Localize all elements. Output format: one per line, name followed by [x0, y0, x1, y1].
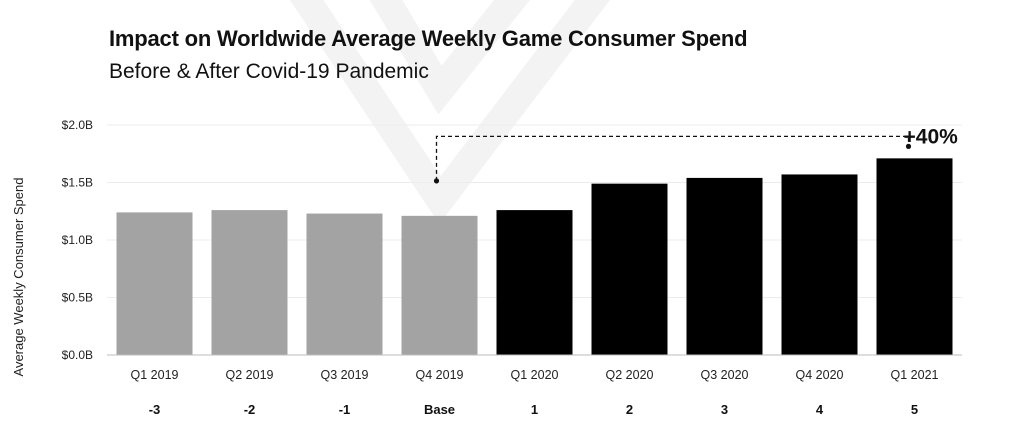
bar	[496, 210, 573, 355]
x-tick-label: Q1 2019	[131, 368, 179, 382]
bar	[211, 210, 288, 355]
quarter-index-label: 2	[626, 402, 633, 417]
y-axis-label: Average Weekly Consumer Spend	[11, 178, 26, 377]
x-tick-label: Q2 2020	[606, 368, 654, 382]
bars	[116, 158, 953, 355]
y-tick-label: $2.0B	[62, 118, 93, 132]
annotation-start-dot	[433, 178, 440, 184]
quarter-index-label: 5	[911, 402, 918, 417]
bar	[876, 158, 953, 355]
chart-title: Impact on Worldwide Average Weekly Game …	[109, 26, 748, 51]
annotation-end-dot	[905, 143, 912, 149]
quarter-index-label: -1	[339, 402, 351, 417]
x-tick-label: Q4 2019	[416, 368, 464, 382]
x-tick-label: Q1 2020	[511, 368, 559, 382]
bar	[781, 174, 858, 355]
x-tick-label: Q3 2019	[321, 368, 369, 382]
chart-subtitle: Before & After Covid-19 Pandemic	[109, 60, 429, 83]
x-tick-label: Q4 2020	[796, 368, 844, 382]
y-tick-label: $1.0B	[62, 233, 93, 247]
y-tick-label: $0.5B	[62, 291, 93, 305]
x-tick-label: Q3 2020	[701, 368, 749, 382]
bar	[306, 213, 383, 355]
bar	[401, 215, 478, 355]
quarter-index-label: -2	[244, 402, 256, 417]
quarter-index-label: 4	[816, 402, 824, 417]
bar	[591, 183, 668, 355]
y-axis-ticks: $0.0B $0.5B $1.0B $1.5B $2.0B	[62, 118, 93, 362]
quarter-index-label: Base	[424, 402, 455, 417]
x-tick-label: Q2 2019	[226, 368, 274, 382]
y-tick-label: $1.5B	[62, 176, 93, 190]
quarter-index-label: 1	[531, 402, 538, 417]
x-tick-label: Q1 2021	[891, 368, 939, 382]
y-tick-label: $0.0B	[62, 348, 93, 362]
quarter-index-label: 3	[721, 402, 728, 417]
annotation-bracket	[435, 135, 910, 181]
growth-annotation: +40%	[433, 125, 959, 184]
annotation-label: +40%	[904, 125, 959, 148]
bar	[116, 212, 193, 355]
bar	[686, 177, 763, 355]
quarter-index-label: -3	[149, 402, 161, 417]
